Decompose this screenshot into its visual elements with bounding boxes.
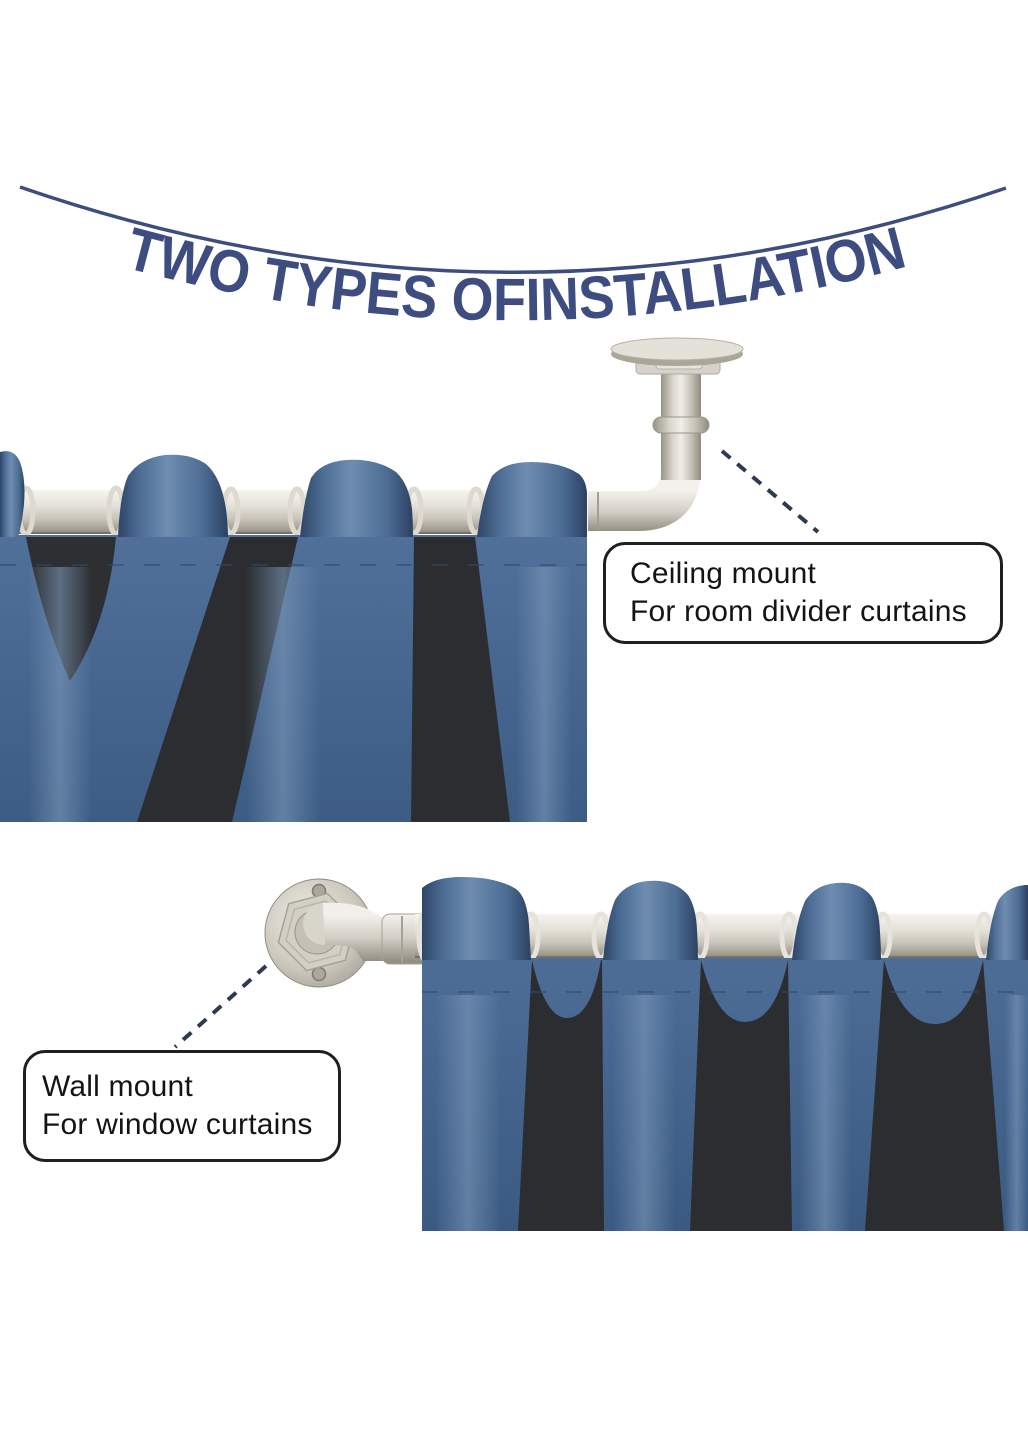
curtain-panel	[422, 877, 1028, 1231]
banner-title-arc: TWO TYPES OFINSTALLATION	[19, 185, 1007, 333]
callout-title: Ceiling mount	[630, 557, 817, 590]
callout-subtitle: For window curtains	[42, 1108, 313, 1141]
wall-mount-callout: Wall mount For window curtains	[23, 1050, 341, 1162]
ceiling-mount-photo	[0, 451, 587, 822]
wall-mount-photo	[415, 877, 1028, 1231]
bracket-collar	[652, 416, 710, 434]
ceiling-mount-callout: Ceiling mount For room divider curtains	[603, 542, 1003, 644]
ceiling-flange	[610, 337, 744, 361]
banner-string	[19, 185, 1007, 274]
callout-title: Wall mount	[42, 1070, 193, 1103]
curtain-panel	[0, 451, 587, 822]
bracket-elbow	[322, 902, 392, 961]
ceiling-mount-bracket-illustration	[588, 337, 744, 531]
callout-subtitle: For room divider curtains	[630, 595, 967, 628]
banner-title: TWO TYPES OFINSTALLATION	[120, 214, 912, 333]
flange-hex-inner	[285, 900, 349, 964]
screw-hole-bottom	[311, 966, 327, 982]
